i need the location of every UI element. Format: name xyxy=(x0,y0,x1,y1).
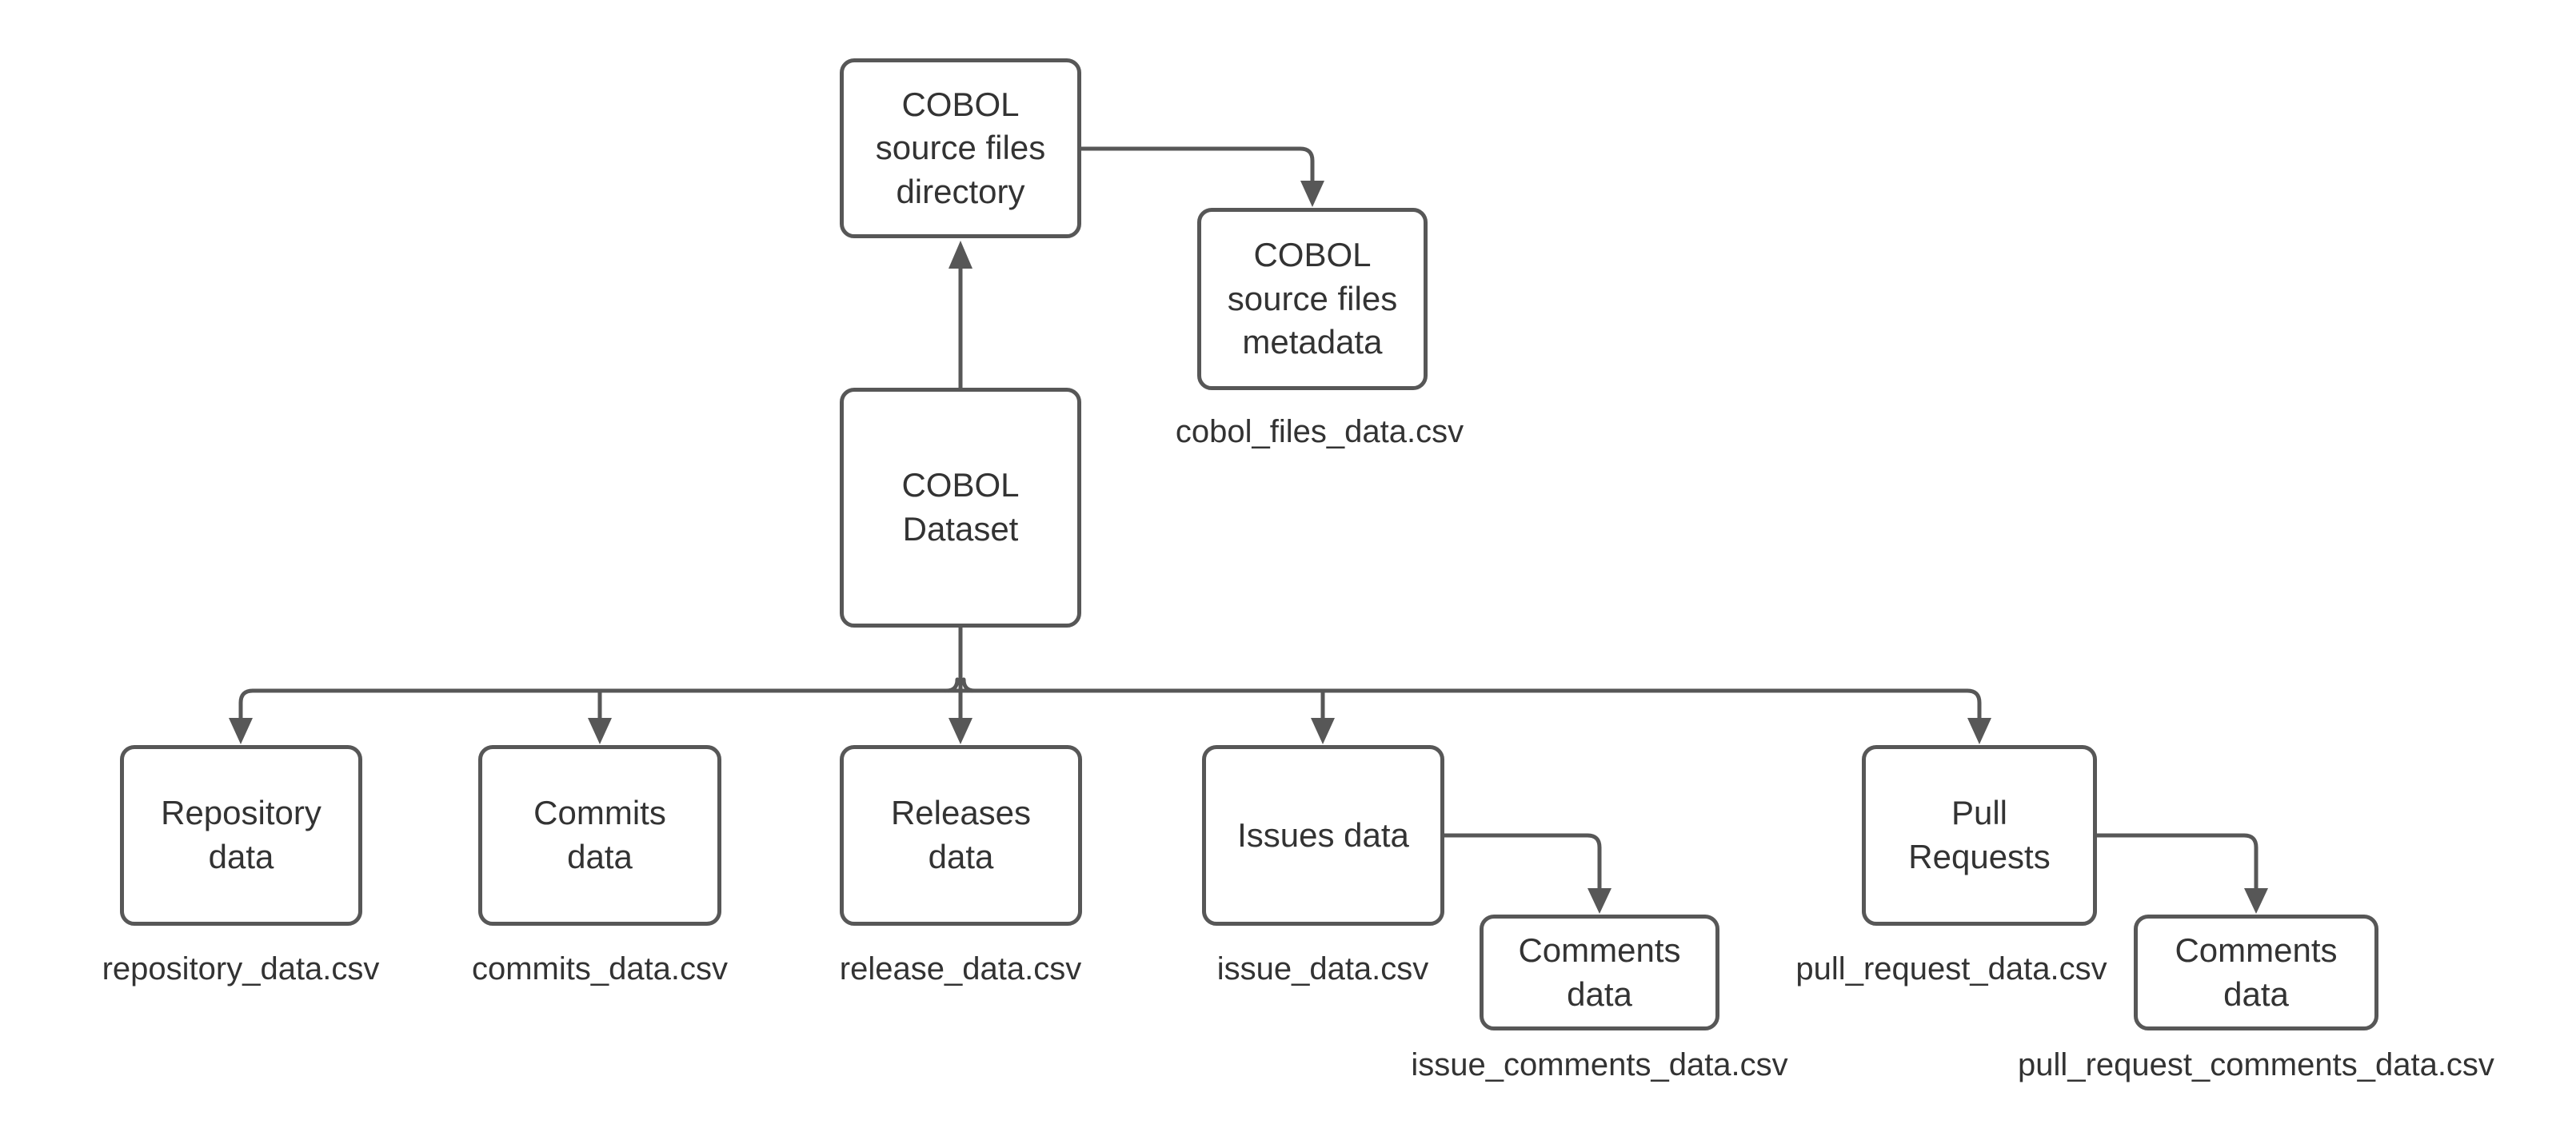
connector-dataset-to-children xyxy=(229,625,1991,744)
node-cobol-source-files-directory: COBOL source files directory xyxy=(840,58,1081,238)
file-label-release-data-csv: release_data.csv xyxy=(839,951,1082,987)
file-label-pull-request-comments-data-csv: pull_request_comments_data.csv xyxy=(2018,1047,2494,1082)
node-issue-comments-data: Comments data xyxy=(1480,915,1719,1030)
arrowhead-down xyxy=(1967,718,1991,744)
connector-dataset-to-directory xyxy=(949,241,972,390)
node-repository-data: Repository data xyxy=(120,745,362,926)
file-label-repository-data-csv: repository_data.csv xyxy=(102,951,380,987)
file-label-cobol-files-data-csv: cobol_files_data.csv xyxy=(1175,414,1464,449)
file-label-issue-comments-data-csv: issue_comments_data.csv xyxy=(1411,1047,1788,1082)
arrowhead-down xyxy=(588,718,612,744)
arrowhead-down xyxy=(2244,888,2268,914)
connector-directory-to-metadata xyxy=(1079,146,1324,207)
file-label-issue-data-csv: issue_data.csv xyxy=(1216,951,1429,987)
arrowhead-down xyxy=(1311,718,1335,744)
node-releases-data: Releases data xyxy=(840,745,1082,926)
connector-issues-to-comments xyxy=(1442,833,1611,914)
arrowhead-down xyxy=(1300,181,1324,207)
node-pull-requests: Pull Requests xyxy=(1862,745,2097,926)
arrowhead-up xyxy=(949,241,972,269)
arrowhead-down xyxy=(1588,888,1611,914)
file-label-pull-request-data-csv: pull_request_data.csv xyxy=(1795,951,2107,987)
node-commits-data: Commits data xyxy=(478,745,721,926)
node-cobol-source-files-metadata: COBOL source files metadata xyxy=(1197,208,1428,390)
node-issues-data: Issues data xyxy=(1202,745,1444,926)
node-pull-request-comments-data: Comments data xyxy=(2134,915,2378,1030)
file-label-commits-data-csv: commits_data.csv xyxy=(471,951,729,987)
connector-pull-requests-to-comments xyxy=(2095,833,2268,914)
node-cobol-dataset: COBOL Dataset xyxy=(840,388,1081,628)
arrowhead-down xyxy=(949,718,972,744)
arrowhead-down xyxy=(229,718,253,744)
